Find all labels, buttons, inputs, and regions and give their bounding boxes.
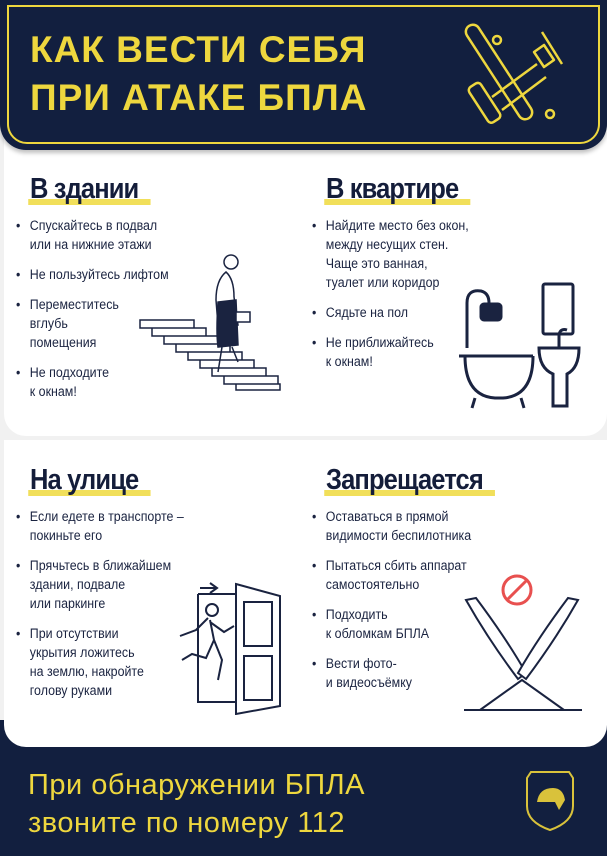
list-item: Спускайтесь в подвал или на нижние этажи bbox=[16, 216, 169, 254]
list-item: Прячьтесь в ближайшем здании, подвале ил… bbox=[16, 556, 184, 613]
sink-icon bbox=[537, 346, 581, 408]
list-item: Сядьте на пол bbox=[312, 303, 469, 322]
section-forbidden: Запрещается Оставаться в прямой видимост… bbox=[312, 463, 504, 703]
arrow-right-icon bbox=[200, 582, 219, 594]
list-item: Не подходите к окнам! bbox=[16, 363, 169, 401]
list-item: Пытаться сбить аппарат самостоятельно bbox=[312, 556, 489, 594]
section-building: В здании Спускайтесь в подвал или на ниж… bbox=[16, 172, 182, 412]
stairs-icon bbox=[139, 319, 281, 391]
list-item: Вести фото- и видеосъёмку bbox=[312, 654, 489, 692]
list-item: Если едете в транспорте – покиньте его bbox=[16, 507, 184, 545]
list-item: Не приближайтесь к окнам! bbox=[312, 333, 469, 371]
list-item: При отсутствии укрытия ложитесь на землю… bbox=[16, 624, 184, 700]
bathroom-illustration bbox=[459, 282, 581, 409]
header-frame bbox=[7, 5, 600, 144]
crossed-hands-illustration bbox=[464, 574, 582, 711]
emergency-shield-logo bbox=[526, 771, 574, 832]
section-title: В квартире bbox=[324, 173, 471, 205]
drone-plane-icon bbox=[464, 23, 564, 124]
list-item: Переместитесь вглубь помещения bbox=[16, 295, 169, 352]
section-title: В здании bbox=[28, 173, 151, 205]
running-man-door-illustration bbox=[179, 582, 281, 715]
mirror-icon bbox=[541, 282, 575, 336]
helmet-icon bbox=[537, 788, 565, 810]
prohibited-sign-icon bbox=[501, 574, 533, 606]
section-title: На улице bbox=[28, 464, 151, 496]
list-item: Не пользуйтесь лифтом bbox=[16, 265, 169, 284]
left-hand-icon bbox=[464, 596, 528, 681]
section-apartment: В квартире Найдите место без окон, между… bbox=[312, 172, 482, 382]
running-man-icon bbox=[179, 603, 235, 681]
section-street: На улице Если едете в транспорте – покин… bbox=[16, 463, 198, 711]
right-hand-icon bbox=[516, 596, 580, 681]
woman-stairs-illustration bbox=[139, 254, 281, 391]
list-item: Найдите место без окон, между несущих ст… bbox=[312, 216, 469, 292]
bathtub-icon bbox=[459, 354, 535, 400]
door-icon bbox=[235, 582, 281, 715]
list-item: Оставаться в прямой видимости беспилотни… bbox=[312, 507, 489, 545]
section-title: Запрещается bbox=[324, 464, 496, 496]
shower-icon bbox=[465, 289, 491, 348]
woman-icon bbox=[215, 254, 251, 373]
list-item: Подходить к обломкам БПЛА bbox=[312, 605, 489, 643]
